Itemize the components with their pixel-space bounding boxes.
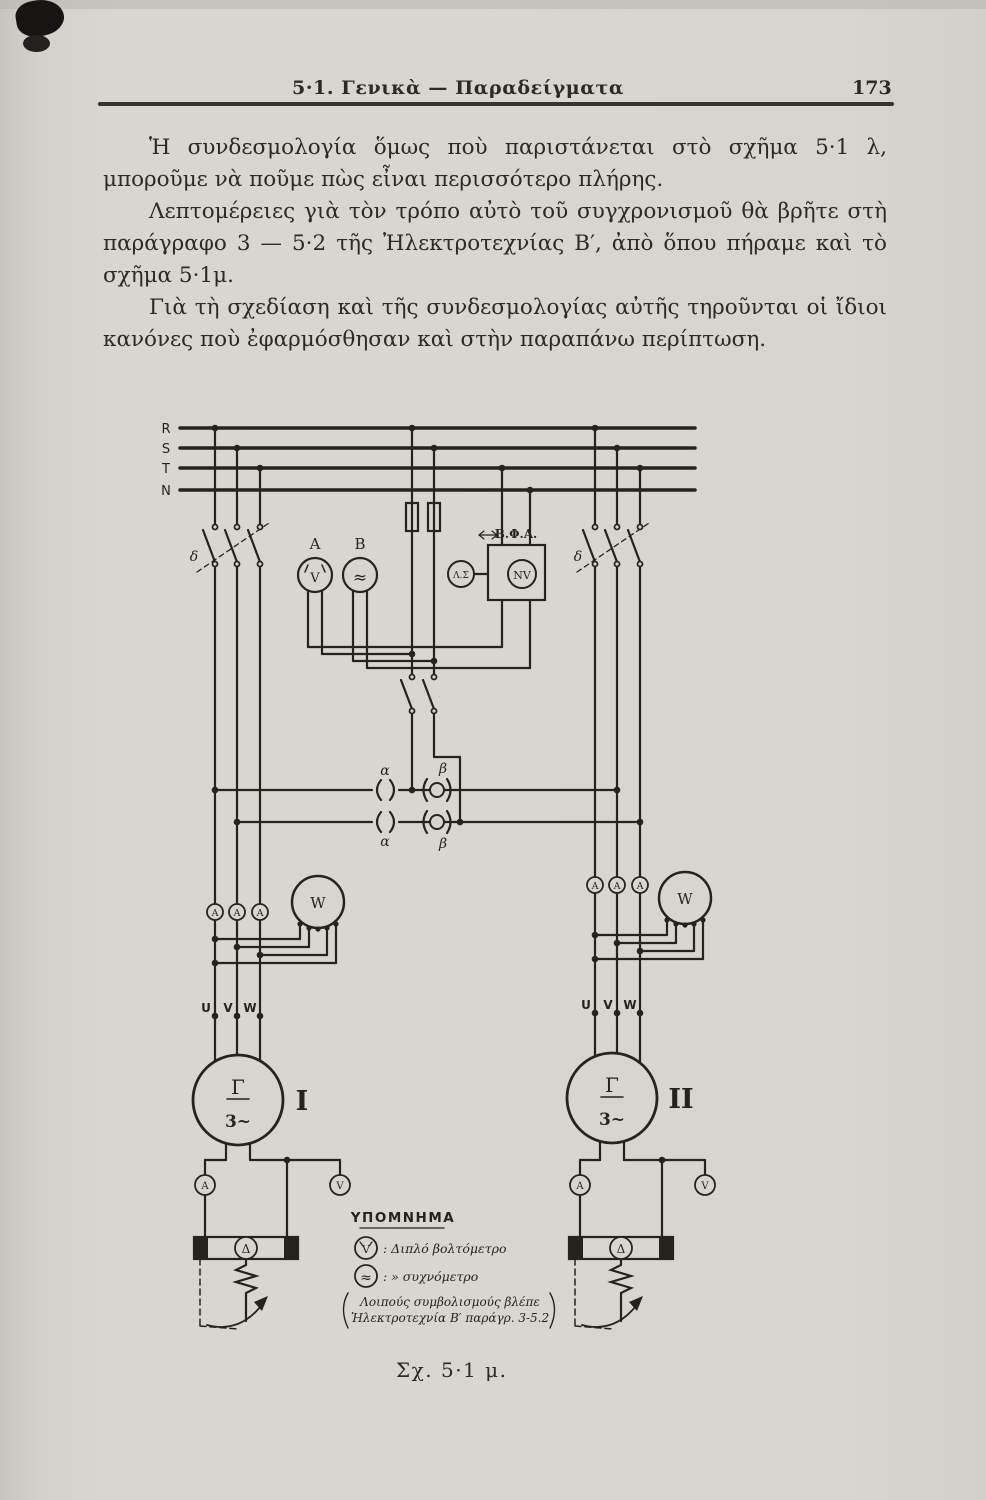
paragraph-1: Ἡ συνδεσμολογία ὅμως ποὺ παριστάνεται στ… bbox=[103, 135, 887, 192]
terminal-v-right: V bbox=[603, 998, 613, 1012]
terminal-v-left: V bbox=[223, 1001, 233, 1015]
legend-title: ΥΠΟΜΝΗΜΑ bbox=[350, 1210, 455, 1226]
plug-beta-bottom-label: β bbox=[438, 836, 447, 852]
field-voltmeter-right: V bbox=[700, 1181, 709, 1192]
bus-label-n: N bbox=[161, 484, 171, 499]
wiring bbox=[178, 426, 707, 1330]
generator-1 bbox=[191, 1053, 285, 1147]
switch-label-left: δ bbox=[190, 549, 198, 565]
switch-label-right: δ bbox=[574, 549, 582, 565]
field-voltmeter-left: V bbox=[335, 1181, 344, 1192]
wattmeter-right-label: W bbox=[677, 890, 693, 908]
page-number: 173 bbox=[852, 77, 892, 99]
synchroscope-b bbox=[341, 556, 379, 594]
legend-symbol-voltmeter: V bbox=[361, 1242, 371, 1256]
nv-relay bbox=[507, 559, 537, 589]
scan-artifact-ink-blob bbox=[23, 35, 50, 52]
legend-row2-text: : » συχνόμετρο bbox=[383, 1269, 478, 1284]
selector-label: Λ.Σ bbox=[452, 571, 469, 581]
wattmeter-left-label: W bbox=[310, 894, 326, 912]
terminal-u-right: U bbox=[581, 998, 591, 1012]
plug-alpha-bottom-label: α bbox=[380, 834, 390, 850]
generator-2-phases: 3~ bbox=[599, 1110, 625, 1130]
meter-a-symbol: V bbox=[309, 571, 320, 586]
synchro-box-label: Β.Φ.Α. bbox=[495, 527, 537, 541]
instruments bbox=[191, 523, 716, 1260]
terminal-w-left: W bbox=[243, 1001, 256, 1015]
paragraph-2: Λεπτομέρειες γιὰ τὸν τρόπο αὐτὸ τοῦ συγχ… bbox=[103, 199, 887, 288]
diagram-labels: R S T N δ δ A B V ≈ Β.Φ.Α. NV Λ.Σ α β α … bbox=[161, 422, 709, 1325]
exciter-left bbox=[234, 1236, 258, 1260]
instrument-details bbox=[226, 564, 624, 1100]
exciter-left-label: Δ bbox=[242, 1242, 251, 1256]
page-header-title: 5·1. Γενικὰ — Παραδείγματα bbox=[292, 77, 625, 99]
legend-row1-text: : Διπλό βολτόμετρο bbox=[383, 1241, 507, 1256]
field-ammeter-right: A bbox=[575, 1181, 584, 1192]
ammeter-label: A bbox=[211, 908, 219, 919]
meter-a-label: A bbox=[309, 535, 321, 553]
ammeter-label: A bbox=[636, 881, 644, 892]
generator-1-phases: 3~ bbox=[225, 1112, 251, 1132]
nv-relay-label: NV bbox=[513, 569, 532, 582]
scan-artifact-ink-blob bbox=[13, 0, 67, 40]
plug-alpha-top-label: α bbox=[380, 763, 390, 779]
generator-2-type: Γ bbox=[605, 1073, 619, 1097]
ammeter-label: A bbox=[613, 881, 621, 892]
figure-caption: Σχ. 5·1 μ. bbox=[396, 1358, 508, 1382]
field-ammeter-left: A bbox=[200, 1181, 209, 1192]
plug-beta-top-label: β bbox=[438, 761, 447, 777]
generator-1-numeral: I bbox=[296, 1086, 309, 1117]
ammeter-label: A bbox=[233, 908, 241, 919]
double-voltmeter-a bbox=[296, 556, 334, 594]
paragraph-3: Γιὰ τὴ σχεδίαση καὶ τῆς συνδεσμολογίας α… bbox=[103, 295, 887, 352]
generator-2 bbox=[565, 1051, 659, 1145]
legend-note-line2: Ἠλεκτροτεχνία Β′ παράγρ. 3-5.2 bbox=[351, 1311, 549, 1325]
bus-label-r: R bbox=[161, 422, 170, 437]
ammeter-label: A bbox=[256, 908, 264, 919]
meter-b-symbol: ≈ bbox=[353, 568, 367, 588]
ammeter-label: A bbox=[591, 881, 599, 892]
scan-artifact-top-band bbox=[0, 0, 986, 9]
generator-2-numeral: II bbox=[668, 1084, 693, 1115]
bus-label-s: S bbox=[162, 442, 170, 457]
exciter-right bbox=[609, 1236, 633, 1260]
legend-symbol-synchroscope: ≈ bbox=[360, 1270, 372, 1286]
selector-switch bbox=[447, 560, 475, 588]
junctions-and-fills bbox=[194, 424, 706, 1311]
meter-b-label: B bbox=[354, 535, 365, 553]
body-text: Ἡ συνδεσμολογία ὅμως ποὺ παριστάνεται στ… bbox=[103, 132, 887, 356]
exciter-right-label: Δ bbox=[617, 1242, 626, 1256]
circuit-diagram: R S T N δ δ A B V ≈ Β.Φ.Α. NV Λ.Σ α β α … bbox=[161, 422, 716, 1330]
generator-1-type: Γ bbox=[231, 1075, 245, 1099]
terminal-w-right: W bbox=[623, 998, 636, 1012]
terminal-u-left: U bbox=[201, 1001, 211, 1015]
bus-label-t: T bbox=[161, 462, 170, 477]
legend-note-line1: Λοιπούς συμβολισμούς βλέπε bbox=[359, 1295, 540, 1309]
header-rule bbox=[98, 102, 894, 106]
